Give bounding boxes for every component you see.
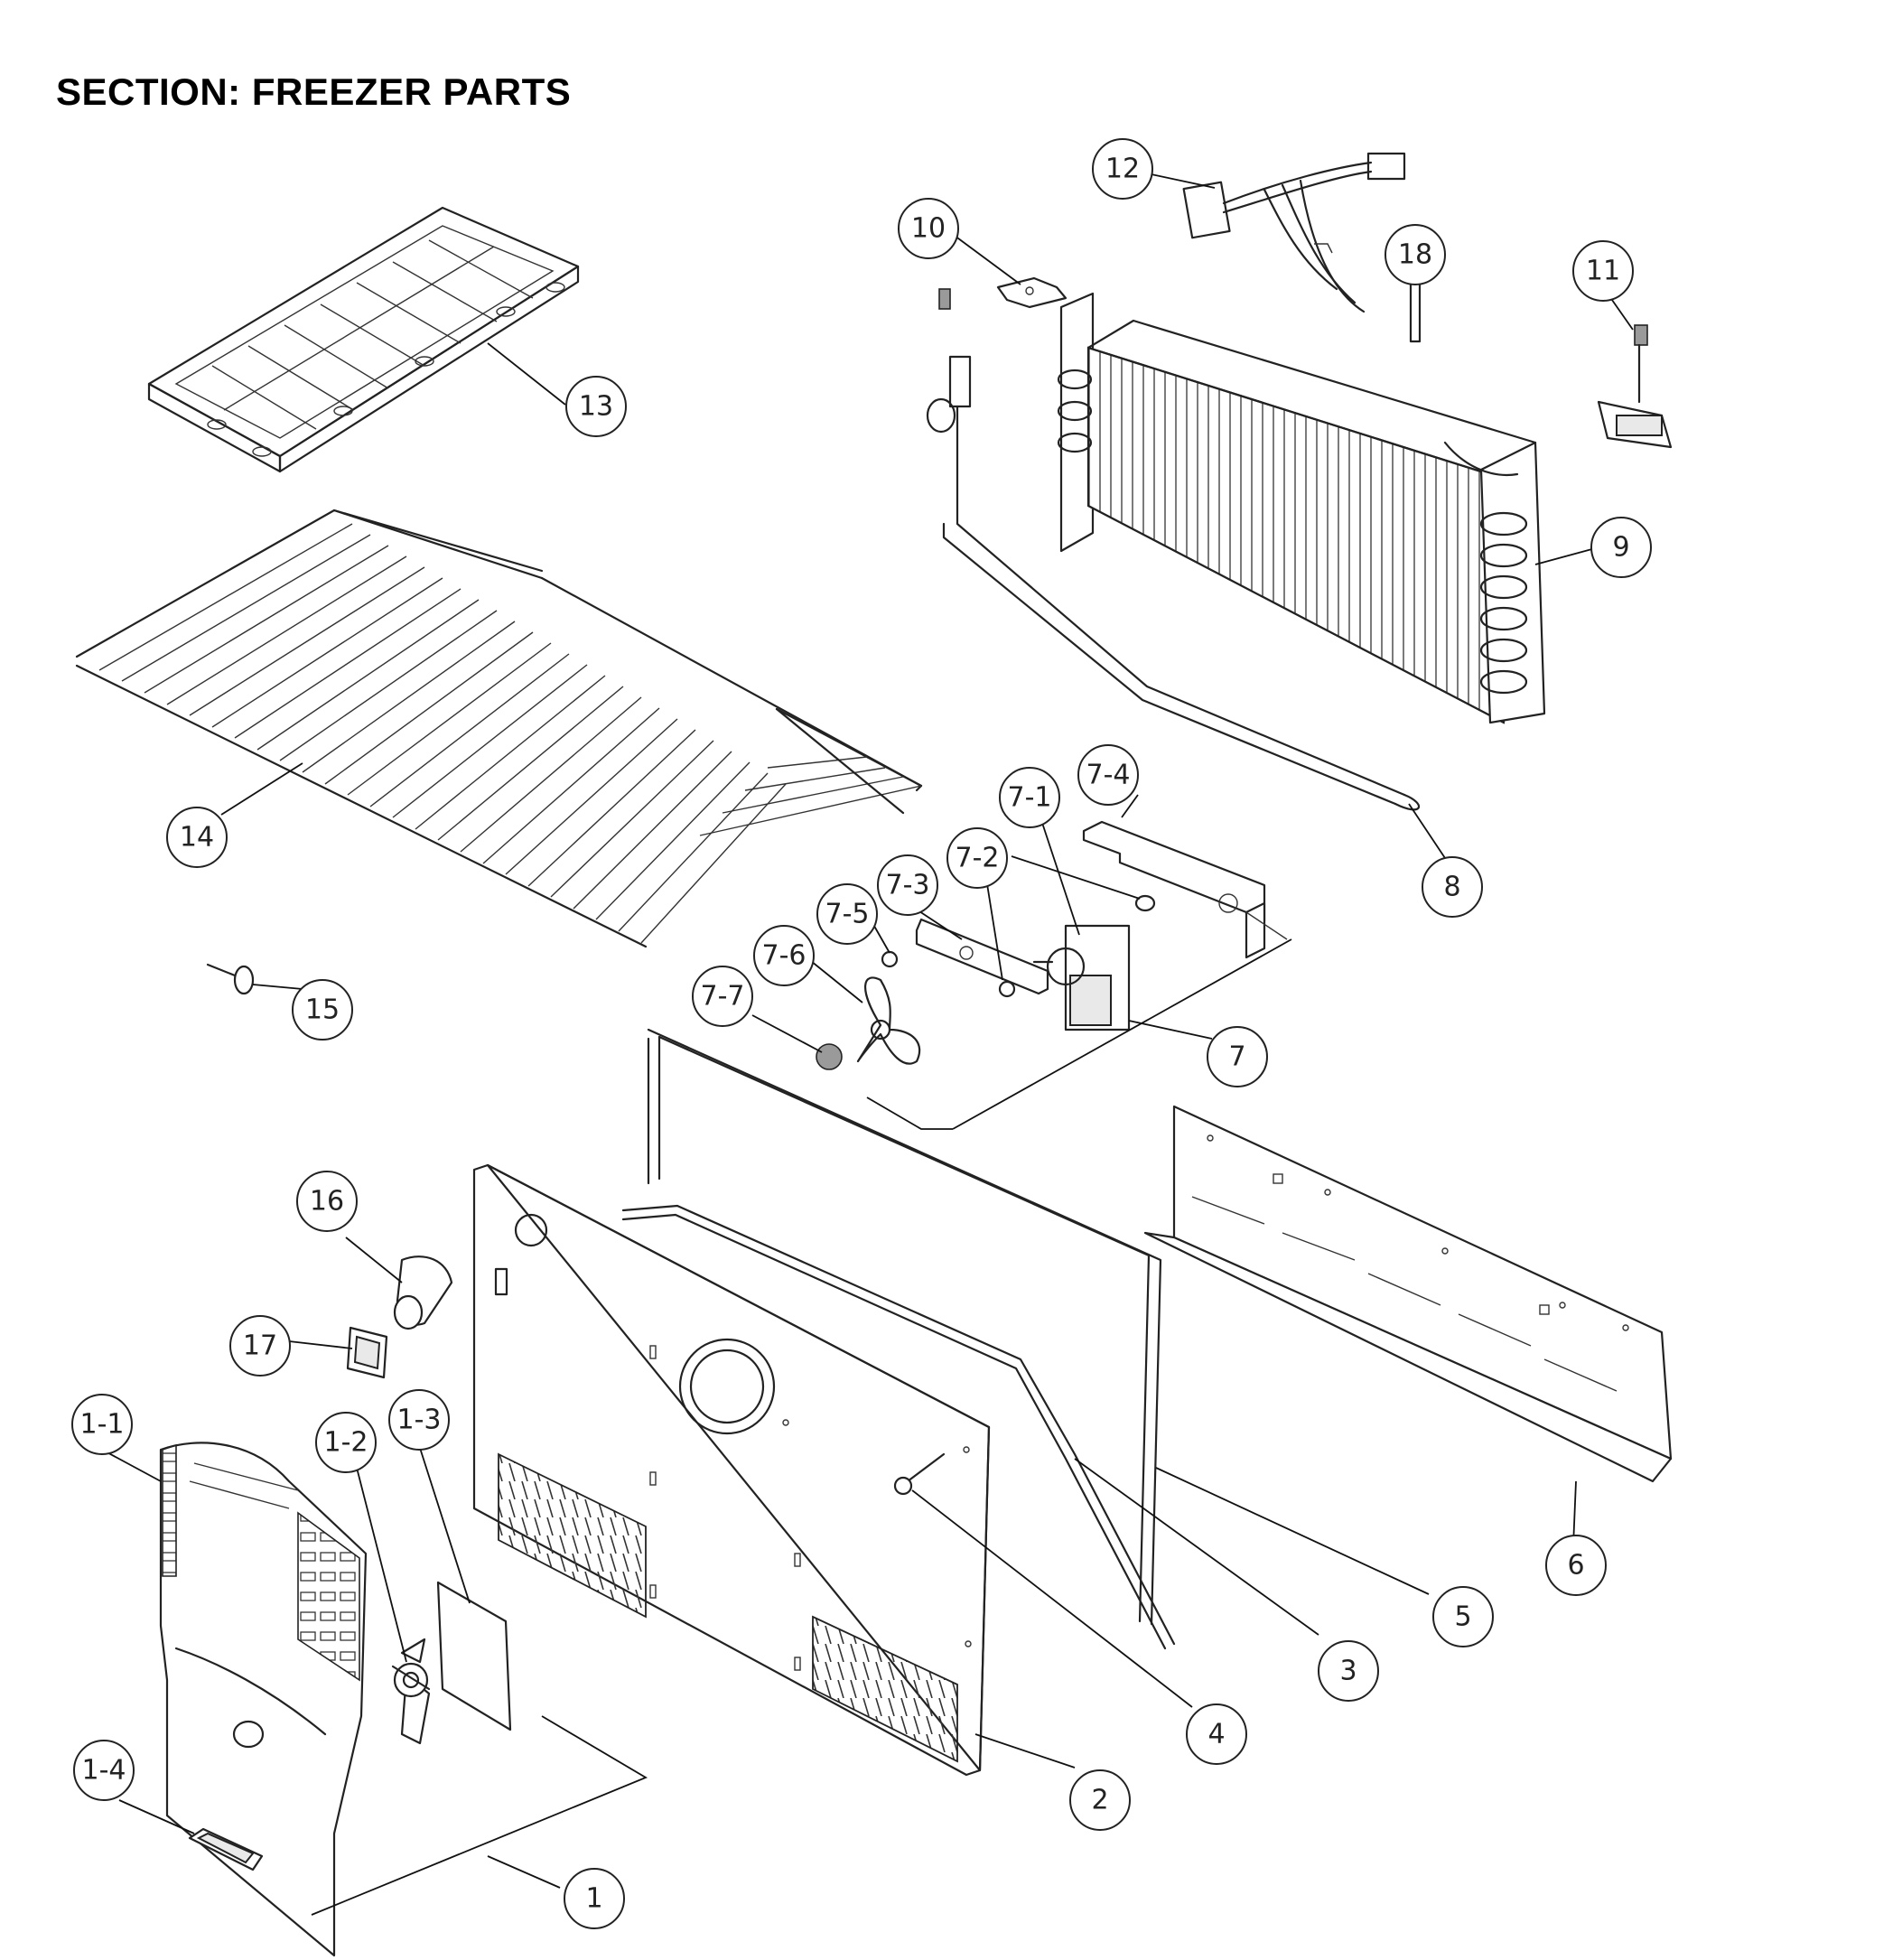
svg-text:1-2: 1-2 — [324, 1427, 368, 1459]
callout-18: 18 — [1385, 224, 1446, 285]
gasket-seal — [647, 1028, 1162, 1626]
callout-15: 15 — [292, 979, 353, 1041]
fan-grommet — [998, 894, 1156, 998]
shelf-clip — [206, 963, 255, 995]
evaporator — [1057, 292, 1546, 724]
svg-text:7-1: 7-1 — [1008, 782, 1052, 814]
svg-text:2: 2 — [1091, 1785, 1108, 1816]
ice-fan-cover — [159, 1442, 368, 1957]
callout-4: 4 — [1186, 1703, 1247, 1765]
fan-group-bracket-line — [952, 938, 1292, 1130]
defrost-heater — [926, 288, 1421, 811]
svg-text:13: 13 — [579, 391, 613, 423]
svg-text:18: 18 — [1398, 239, 1432, 271]
wire-shelf — [75, 509, 923, 948]
callout-16: 16 — [296, 1171, 358, 1232]
callout-17: 17 — [229, 1315, 291, 1377]
callout-7-4: 7-4 — [1077, 744, 1139, 806]
ice-fan-blade — [391, 1638, 431, 1745]
callout-7-5: 7-5 — [816, 883, 878, 945]
callout-13: 13 — [565, 376, 627, 437]
svg-text:15: 15 — [305, 994, 340, 1026]
fan-group-bracket-line-2 — [866, 1097, 953, 1130]
svg-text:7: 7 — [1228, 1041, 1245, 1073]
callout-1-2: 1-2 — [315, 1412, 377, 1473]
drain-pan — [1143, 1105, 1673, 1483]
svg-text:17: 17 — [243, 1330, 277, 1362]
callout-2: 2 — [1069, 1769, 1131, 1831]
svg-text:14: 14 — [180, 822, 214, 854]
callout-7: 7 — [1207, 1026, 1268, 1087]
callout-7-2: 7-2 — [946, 827, 1008, 889]
svg-text:11: 11 — [1586, 256, 1620, 287]
callout-7-7: 7-7 — [692, 966, 753, 1027]
svg-text:1-1: 1-1 — [80, 1409, 125, 1441]
fan-motor — [1032, 924, 1131, 1031]
cover-screw — [893, 1452, 946, 1496]
callout-1-1: 1-1 — [71, 1394, 133, 1455]
callout-3: 3 — [1318, 1640, 1379, 1702]
foam-pad — [346, 1326, 388, 1379]
fan-motor-bracket — [1082, 820, 1288, 959]
fan-mount-strap — [915, 918, 1049, 995]
svg-text:1-3: 1-3 — [397, 1405, 442, 1436]
svg-text:7-7: 7-7 — [701, 981, 745, 1013]
defrost-thermostat — [1597, 324, 1673, 449]
page-title: SECTION: FREEZER PARTS — [56, 70, 572, 113]
callout-1-3: 1-3 — [388, 1389, 450, 1451]
evaporator-cover — [472, 1163, 991, 1777]
callout-14: 14 — [166, 807, 228, 868]
callout-1-4: 1-4 — [73, 1740, 135, 1801]
callout-10: 10 — [898, 198, 959, 259]
assembly-1-bracket-line — [311, 1715, 648, 1916]
ice-tray — [147, 206, 580, 473]
svg-text:10: 10 — [911, 213, 946, 245]
callout-7-6: 7-6 — [753, 925, 815, 986]
defrost-sensor — [1409, 276, 1422, 343]
fan-spring — [816, 1043, 843, 1070]
svg-text:9: 9 — [1612, 532, 1629, 564]
callout-11: 11 — [1572, 240, 1634, 302]
callout-6: 6 — [1545, 1535, 1607, 1596]
callout-5: 5 — [1432, 1586, 1494, 1647]
svg-text:8: 8 — [1443, 872, 1460, 903]
svg-text:6: 6 — [1567, 1550, 1584, 1582]
svg-text:7-4: 7-4 — [1086, 760, 1131, 791]
svg-text:16: 16 — [310, 1186, 344, 1218]
ice-fan-plate — [436, 1581, 512, 1731]
drain-tray-insert — [188, 1827, 264, 1871]
light-cover-knob — [393, 1255, 453, 1330]
svg-text:1-4: 1-4 — [82, 1755, 126, 1787]
fan-blade — [856, 976, 921, 1065]
svg-text:4: 4 — [1207, 1719, 1225, 1750]
svg-text:7-6: 7-6 — [762, 940, 806, 972]
callout-7-1: 7-1 — [999, 767, 1060, 828]
svg-text:5: 5 — [1454, 1601, 1471, 1633]
svg-text:7-5: 7-5 — [825, 899, 870, 930]
svg-text:3: 3 — [1339, 1656, 1357, 1687]
callout-8: 8 — [1422, 856, 1483, 918]
callout-12: 12 — [1092, 138, 1153, 200]
svg-text:7-2: 7-2 — [956, 843, 1000, 874]
fan-screw — [881, 950, 899, 968]
svg-text:12: 12 — [1105, 154, 1140, 185]
callout-7-3: 7-3 — [877, 854, 938, 916]
svg-text:7-3: 7-3 — [886, 870, 930, 901]
callout-9: 9 — [1590, 517, 1652, 578]
callout-1: 1 — [564, 1868, 625, 1929]
svg-text:1: 1 — [585, 1883, 602, 1915]
duct-assembly — [621, 1204, 1176, 1650]
evaporator-bracket-clip — [996, 276, 1068, 309]
wire-harness — [1182, 152, 1406, 313]
